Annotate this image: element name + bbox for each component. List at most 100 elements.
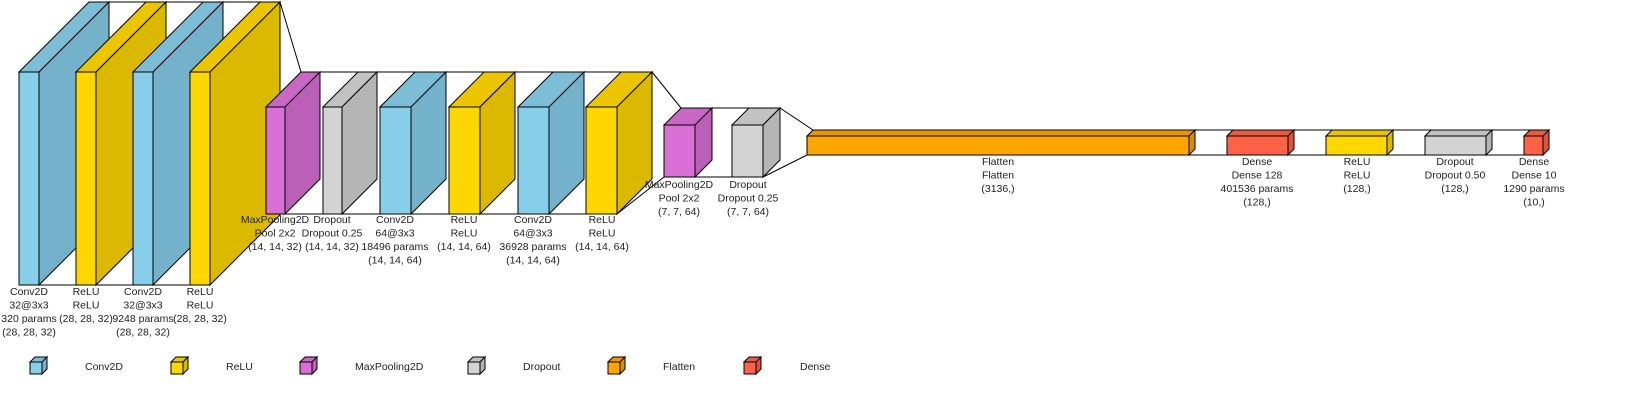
layer-4-relu-block-front-face	[189, 71, 211, 286]
layer-5-maxpooling2d-block-front-face	[265, 106, 286, 215]
layer-9-label-line: 36928 params	[499, 241, 566, 253]
legend-dropout-label: Dropout	[523, 361, 560, 373]
layer-8-label-line: ReLU	[451, 228, 478, 240]
connector-top	[779, 107, 814, 131]
layer-8-relu-block	[447, 70, 517, 216]
layer-16-dropout-block-front-face	[1424, 135, 1487, 156]
layer-7-label-line: (14, 14, 64)	[368, 255, 422, 267]
layer-16-dropout-block	[1423, 128, 1494, 157]
layer-3-label-line: Conv2D	[124, 286, 162, 298]
layer-1-label-line: 320 params	[1, 313, 56, 325]
layer-15-relu-block-top-face	[1324, 129, 1395, 137]
layer-11-maxpooling2d-block	[662, 106, 714, 179]
connectors	[39, 1, 1530, 286]
layer-3-label-line: (28, 28, 32)	[116, 327, 170, 339]
layer-15-label-line: ReLU	[1344, 156, 1371, 168]
layer-6-label-line: Dropout 0.25	[302, 228, 363, 240]
layer-13-flatten-block-front-face	[806, 135, 1190, 156]
layer-4-label-line: (28, 28, 32)	[173, 313, 227, 325]
layer-4-label-line: ReLU	[187, 286, 214, 298]
connector-top	[651, 71, 682, 109]
layer-17-dense-block	[1522, 128, 1551, 157]
layer-3-label-line: 32@3x3	[123, 300, 162, 312]
legend-swatch-front	[299, 361, 313, 375]
layer-10-label-line: ReLU	[589, 214, 616, 226]
layer-4-relu-block	[188, 0, 282, 287]
legend-flatten-swatch	[606, 355, 627, 376]
layer-7-label-line: 18496 params	[361, 241, 428, 253]
legend-swatch-front	[170, 361, 184, 375]
layer-12-dropout-block-front-face	[731, 124, 764, 178]
layer-2-label-line: ReLU	[73, 300, 100, 312]
legend-dense-label: Dense	[800, 361, 831, 373]
layer-7-conv2d-block-front-face	[379, 106, 412, 215]
layer-5-label-line: (14, 14, 32)	[248, 241, 302, 253]
layer-17-label-line: Dense	[1519, 156, 1550, 168]
layer-8-relu-block-front-face	[448, 106, 481, 215]
layer-6-label-line: (14, 14, 32)	[305, 241, 359, 253]
layer-15-relu-block-front-face	[1325, 135, 1388, 156]
legend-swatch-front	[29, 361, 43, 375]
layer-17-label-line: Dense 10	[1512, 170, 1557, 182]
layer-15-label-line: ReLU	[1344, 170, 1371, 182]
layer-14-label-line: Dense 128	[1232, 170, 1283, 182]
layer-2-relu-block-front-face	[75, 71, 97, 286]
legend-dropout-swatch	[466, 355, 487, 376]
layer-9-label-line: 64@3x3	[513, 228, 552, 240]
layer-11-label-line: Pool 2x2	[659, 193, 700, 205]
layer-13-label-line: (3136,)	[981, 183, 1014, 195]
legend-swatch-front	[467, 361, 481, 375]
layer-17-label-line: (10,)	[1523, 197, 1545, 209]
layer-1-label-line: 32@3x3	[9, 300, 48, 312]
layer-1-label-line: (28, 28, 32)	[2, 327, 56, 339]
layer-11-maxpooling2d-block-front-face	[663, 124, 696, 178]
layer-12-label-line: Dropout 0.25	[718, 193, 779, 205]
layer-10-relu-block	[584, 70, 654, 216]
connector-bottom	[616, 176, 665, 215]
layer-10-label-line: ReLU	[589, 228, 616, 240]
legend-maxpooling2d-swatch	[298, 355, 319, 376]
layer-12-label-line: Dropout	[729, 179, 766, 191]
layer-10-label-line: (14, 14, 64)	[575, 241, 629, 253]
layer-14-label-line: (128,)	[1243, 197, 1270, 209]
layer-11-label-line: (7, 7, 64)	[658, 206, 700, 218]
layer-2-label-line: (28, 28, 32)	[59, 313, 113, 325]
layer-14-dense-block	[1225, 128, 1296, 157]
connector-bottom	[762, 154, 808, 178]
layer-17-label-line: 1290 params	[1503, 183, 1564, 195]
legend-relu-label: ReLU	[226, 361, 253, 373]
layer-7-conv2d-block	[378, 70, 448, 216]
layer-14-label-line: 401536 params	[1221, 183, 1294, 195]
layer-14-label-line: Dense	[1242, 156, 1273, 168]
legend-swatch-front	[743, 361, 757, 375]
legend-maxpooling2d-label: MaxPooling2D	[355, 361, 424, 373]
layer-7-label-line: Conv2D	[376, 214, 414, 226]
legend-relu-swatch	[169, 355, 190, 376]
layer-15-label-line: (128,)	[1343, 183, 1370, 195]
layer-12-dropout-block	[730, 106, 782, 179]
layer-13-label-line: Flatten	[982, 156, 1014, 168]
layer-8-label-line: (14, 14, 64)	[437, 241, 491, 253]
legend-flatten-label: Flatten	[663, 361, 695, 373]
layer-2-label-line: ReLU	[73, 286, 100, 298]
layer-17-dense-block-front-face	[1523, 135, 1544, 156]
layer-13-flatten-block	[805, 128, 1197, 157]
layer-14-dense-block-top-face	[1225, 129, 1296, 137]
layer-1-conv2d-block-front-face	[18, 71, 40, 286]
layer-3-conv2d-block-front-face	[132, 71, 154, 286]
